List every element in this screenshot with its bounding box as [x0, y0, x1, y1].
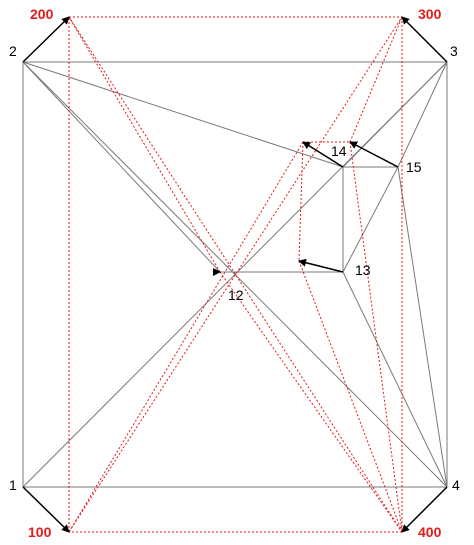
dashed-edge-A12-400 [219, 271, 403, 533]
red-dashed-edges [68, 16, 403, 533]
edge-2-12 [22, 61, 221, 273]
dashed-edge-A15-400 [349, 141, 403, 533]
label-3: 3 [450, 43, 458, 59]
arrow-13 [298, 258, 344, 273]
edge-4-15 [397, 166, 448, 488]
edge-2-4 [22, 61, 448, 488]
arrow-1 [22, 486, 70, 533]
dashed-edge-A14-100 [68, 141, 304, 533]
label-14: 14 [331, 143, 347, 159]
edge-2-14 [22, 61, 344, 168]
gray-edges [22, 61, 448, 488]
arrow-3 [401, 16, 448, 63]
label-300: 300 [418, 6, 442, 22]
label-15: 15 [406, 159, 422, 175]
arrow-4 [401, 486, 448, 533]
arrow-2 [22, 16, 70, 63]
edge-4-13 [342, 271, 448, 488]
label-13: 13 [355, 262, 371, 278]
dashed-edge-A12-200 [68, 16, 221, 273]
label-400: 400 [418, 524, 442, 540]
label-1: 1 [9, 477, 17, 493]
dashed-edge-A15-300 [349, 16, 403, 143]
vertex-arrows [22, 16, 448, 533]
arrow-15 [349, 141, 399, 168]
arrow-14 [302, 141, 344, 168]
label-2: 2 [9, 43, 17, 59]
edge-3-15 [397, 61, 448, 168]
dashed-edge-A13-400 [298, 260, 403, 533]
edge-3-14 [342, 61, 448, 168]
dashed-edge-A14-A13 [298, 141, 304, 262]
label-100: 100 [28, 524, 52, 540]
label-200: 200 [30, 6, 54, 22]
label-12: 12 [228, 287, 244, 303]
edge-15-13 [342, 166, 399, 273]
label-4: 4 [452, 477, 460, 493]
